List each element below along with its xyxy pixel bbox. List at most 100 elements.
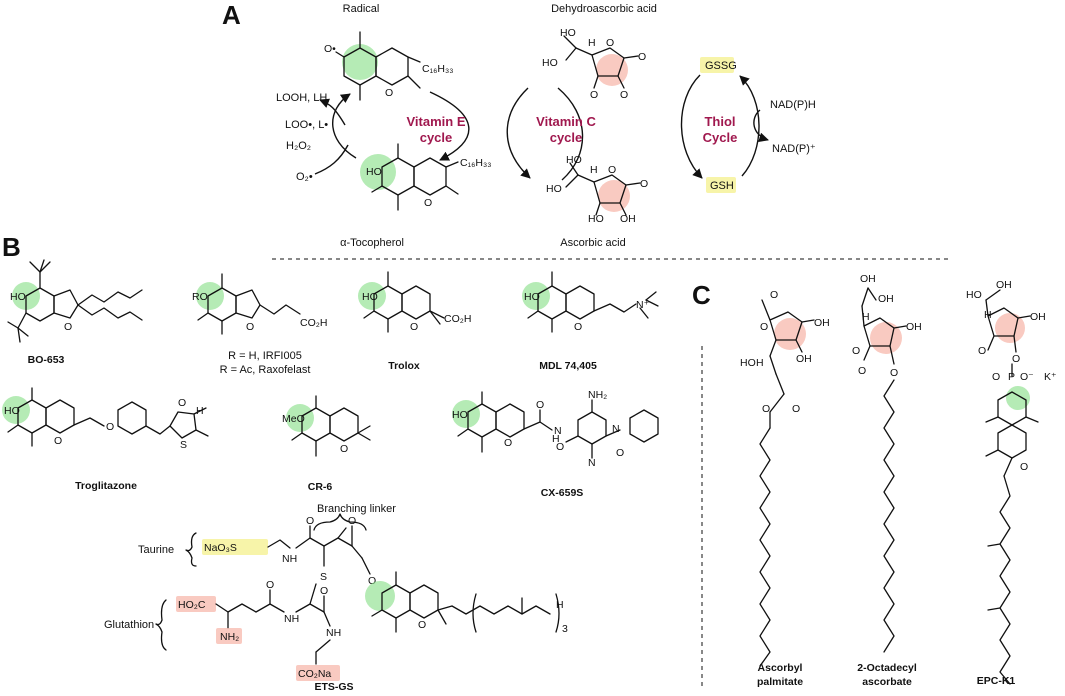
aa-hydroxyl-4: HO [546,183,562,195]
o2-label: O₂• [296,171,313,183]
etsgs-glu-carbonyl: O [266,579,274,591]
panel-b-label: B [2,232,21,262]
irfi-structure: RO O CO₂H [192,273,327,335]
ap-hydroxyl-2: OH [796,353,812,365]
dha-hydrogen: H [588,37,596,49]
dehydroascorbic-structure: O O O O HO HO H [542,27,646,101]
aa-hydroxyl-1: OH [620,213,636,225]
panel-a-label: A [222,0,241,30]
mdl-structure: HO O N⁺ [522,271,659,333]
ascorbyl-palmitate-structure: O O OH OH HO H O O [740,289,830,667]
panel-c: C O O OH OH HO H O O Ascorbyl palmitate [692,273,1057,688]
h2o2-label: H₂O₂ [286,140,311,152]
epc-ester-oxygen: O [1012,353,1020,365]
dha-hydroxyl: HO [560,27,576,39]
cr6-methoxy: MeO [282,413,305,425]
ap-hydroxyl-3: HO [740,357,756,369]
vitamin-e-cycle-line1: Vitamin E [406,114,465,129]
loo-l-label: LOO•, L• [285,119,328,131]
aa-hydroxyl-3: HO [566,154,582,166]
epc-phosphate-anion: O⁻ [1020,371,1034,383]
tocopherol-hydroxyl: HO [366,166,382,178]
ap-hydrogen: H [756,357,764,369]
vitamin-c-cycle-line2: cycle [550,130,583,145]
octadecyl-ascorbate-line2: ascorbate [862,676,912,688]
cr6-ring-oxygen: O [340,443,348,455]
epc-k1-name: EPC-K1 [977,675,1016,687]
cr6-name: CR-6 [308,481,333,493]
cx659s-n3: N [588,457,596,469]
etsgs-taurine-nh: NH [282,553,297,565]
cx659s-ring-oxygen: O [504,437,512,449]
etsgs-ester-oxygen: O [368,575,376,587]
etsgs-gly-nh: NH [326,627,341,639]
oa-ether-oxygen: O [890,367,898,379]
vitamin-c-cycle-line1: Vitamin C [536,114,596,129]
epc-hydroxyl-1: HO [966,289,982,301]
troglitazone-nh: H [196,405,204,417]
vitamin-e-cycle-line2: cycle [420,130,453,145]
bo653-hydroxyl-label: HO [10,291,26,303]
nadph-label: NAD(P)H [770,99,816,111]
radical-chain: C₁₆H₃₃ [422,63,454,75]
epc-k1-structure: HO OH H OH O O O P O⁻ K⁺ O [966,279,1057,685]
ap-ester-oxygen: O [762,403,770,415]
cx659s-name: CX-659S [541,487,584,499]
dha-hydroxyl-2: HO [542,57,558,69]
etsgs-terminal-h: H [556,599,564,611]
branching-linker-label: Branching linker [317,503,396,515]
tocopherol-chain: C₁₆H₃₃ [460,157,492,169]
cr6-structure: MeO O [282,395,371,457]
oa-hydroxyl-top: OH [860,273,876,285]
ap-hydroxyl-1: OH [814,317,830,329]
irfi-ro: RO [192,291,208,303]
etsgs-name: ETS-GS [314,681,353,693]
etsgs-ester-carbonyl: O [348,515,356,527]
epc-hydroxyl-ring: OH [1030,311,1046,323]
trolox-ring-oxygen: O [410,321,418,333]
ascorbic-label: Ascorbic acid [560,237,625,249]
tocopherol-label: α-Tocopherol [340,237,404,249]
looh-lh-label: LOOH, LH [276,92,327,104]
glutathion-label: Glutathion [104,619,154,631]
epc-phosphoryl-oxygen: O [992,371,1000,383]
dha-carbonyl-oxygen: O [638,51,646,63]
nadp-label: NAD(P)⁺ [772,143,816,155]
oa-carbonyl: O [858,365,866,377]
epc-potassium: K⁺ [1044,371,1057,383]
mdl-hydroxyl: HO [524,291,540,303]
radical-ring-oxygen: O [385,87,393,99]
troglitazone-ether: O [106,421,114,433]
trolox-acid: CO₂H [444,313,471,325]
ascorbyl-palmitate-line2: palmitate [757,676,803,688]
epc-ring-oxygen: O [1020,461,1028,473]
panel-b: B NH HO O BO-653 [2,232,948,693]
etsgs-ring-oxygen: O [418,619,426,631]
etsgs-thioether: S [320,571,327,583]
irfi-line1: R = H, IRFI005 [228,350,302,362]
trolox-structure: HO O CO₂H [358,271,471,333]
thiol-cycle-line2: Cycle [703,130,738,145]
etsgs-cys-carbonyl: O [320,585,328,597]
etsgs-structure: NaO₃S NH O O S O O [155,513,568,681]
aa-hydroxyl-2: HO [588,213,604,225]
radical-label: Radical [343,3,380,15]
ascorbyl-palmitate-line1: Ascorbyl [758,662,803,674]
troglitazone-hydroxyl: HO [4,405,20,417]
irfi-ring-oxygen: O [246,321,254,333]
etsgs-sulfonate: NaO₃S [204,542,237,554]
aa-ring-oxygen: O [608,164,616,176]
ap-ester-carbonyl: O [792,403,800,415]
etsgs-glu-acid: HO₂C [178,599,206,611]
dha-ketone-oxygen-2: O [590,89,598,101]
octadecyl-ascorbate-line1: 2-Octadecyl [857,662,917,674]
mdl-name: MDL 74,405 [539,360,597,372]
oa-hydroxyl-ring: OH [906,321,922,333]
bo653-ring-oxygen: O [64,321,72,333]
oa-hydroxyl-side: OH [878,293,894,305]
dha-ring-oxygen: O [606,37,614,49]
trolox-name: Trolox [388,360,420,372]
panel-c-label: C [692,280,711,310]
troglitazone-structure: HO O O O H S [2,387,209,451]
